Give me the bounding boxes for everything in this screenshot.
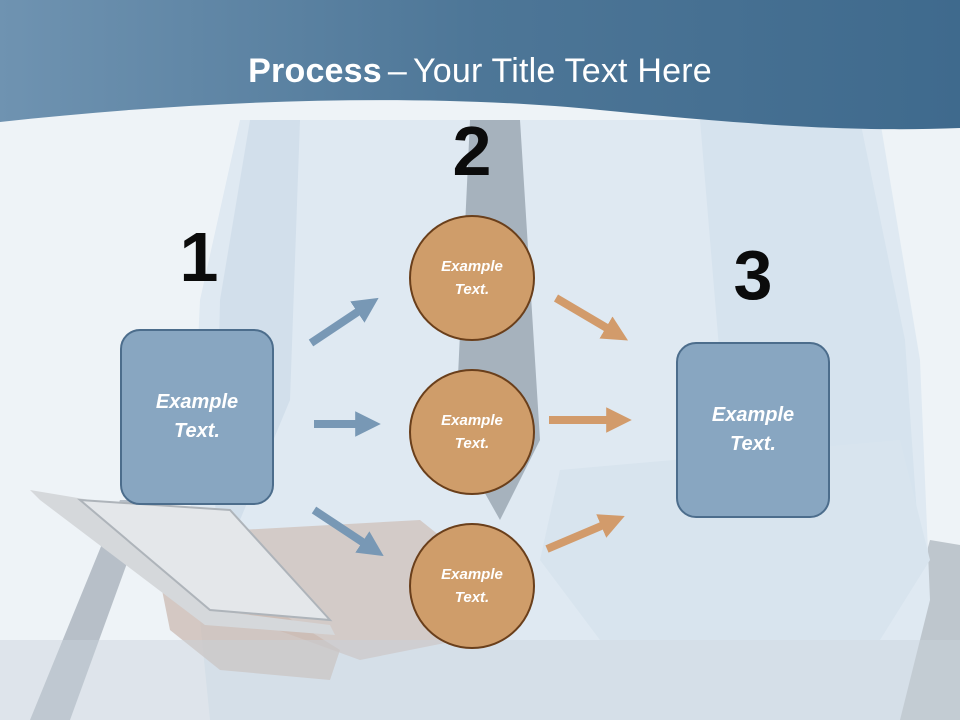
step2-circle-2: Example Text. [409, 369, 535, 495]
arrow-circle1-to-box3 [553, 294, 629, 341]
arrow-box1-to-circle1 [308, 297, 379, 347]
step3-box-label: Example Text. [711, 404, 795, 455]
arrow-box1-to-circle3 [311, 506, 384, 557]
step-number-2: 2 [452, 112, 492, 190]
title-rest: Your Title Text Here [413, 52, 712, 90]
step1-box-label: Example Text. [155, 391, 239, 442]
circle-2-label: Example Text. [441, 412, 503, 452]
title-dash: – [387, 52, 407, 90]
circle-1-label: Example Text. [441, 258, 503, 298]
step3-box: Example Text. [676, 342, 830, 518]
step-number-1: 1 [179, 218, 219, 296]
step-number-3: 3 [733, 236, 773, 314]
arrow-circle3-to-box3 [545, 514, 625, 553]
step1-box: Example Text. [120, 329, 274, 505]
circle-3-label: Example Text. [441, 566, 503, 606]
title-bold: Process [248, 52, 382, 90]
step2-circle-3: Example Text. [409, 523, 535, 649]
slide-title: Process–Your Title Text Here [0, 52, 960, 91]
step2-circle-1: Example Text. [409, 215, 535, 341]
